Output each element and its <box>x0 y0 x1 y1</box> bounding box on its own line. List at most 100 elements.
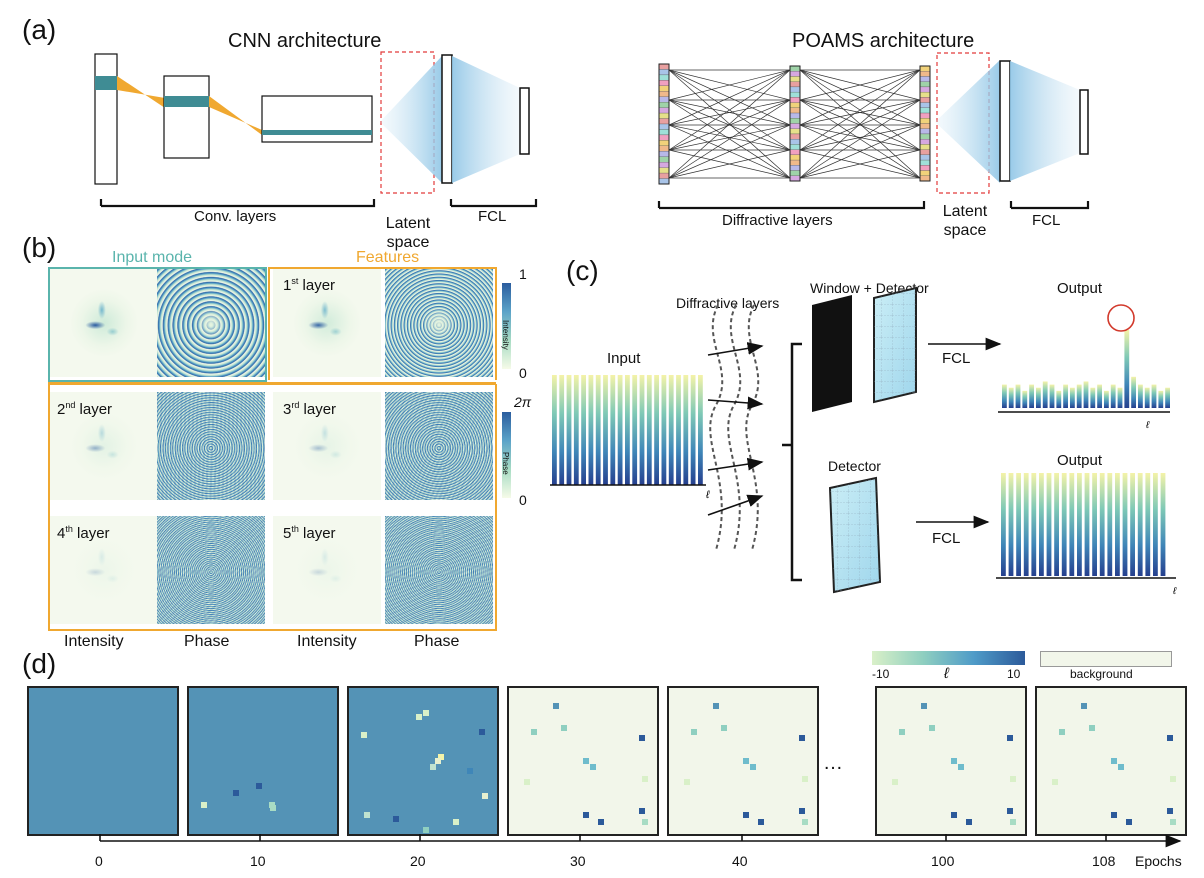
output-top-bar <box>1165 387 1170 408</box>
epoch-tick-40: 40 <box>732 853 748 869</box>
phase-colorbar <box>502 412 511 498</box>
diffractive-pixel <box>658 107 670 114</box>
diffractive-pixel <box>658 162 670 168</box>
layer-1-label: 1st layer <box>283 276 335 294</box>
diffractive-pixel <box>658 134 670 141</box>
diffractive-pixel <box>789 159 801 166</box>
conv-layers-bracket <box>99 199 376 208</box>
diffractive-connection-line <box>799 69 921 179</box>
background-label: background <box>1070 667 1133 681</box>
diffractive-pixel <box>919 76 931 82</box>
output-bottom-bar <box>1084 473 1090 576</box>
output-top-bar <box>1015 384 1021 408</box>
mode-pixel <box>743 758 749 765</box>
mode-pixel <box>921 702 928 709</box>
window-plate <box>812 295 852 412</box>
epochs-ticks <box>99 834 1107 841</box>
mode-pixel <box>1088 724 1095 731</box>
cnn-fcl-label: FCL <box>478 208 507 225</box>
output-top-bar <box>1124 330 1130 408</box>
output-top-bar <box>1070 387 1075 408</box>
input-bar <box>646 375 652 485</box>
layer-number: 4 <box>57 525 66 542</box>
epoch-state-map <box>1035 686 1187 836</box>
ell-colorbar <box>872 651 1025 665</box>
mode-pixel <box>965 819 972 826</box>
cnn-input-block <box>94 53 118 185</box>
mode-pixel <box>255 782 262 789</box>
mode-pixel <box>757 819 764 826</box>
output-bottom-bar <box>1046 473 1052 576</box>
diffractive-pixel <box>789 154 801 161</box>
output-bottom-axis-symbol: ℓ <box>1172 586 1177 597</box>
diffractive-pixel <box>919 107 931 114</box>
diffractive-connection-line <box>799 69 921 126</box>
mode-pixel <box>467 768 474 775</box>
diffractive-connection-line <box>668 99 791 151</box>
diffractive-pixel <box>919 118 931 124</box>
intensity-field-image <box>273 516 381 624</box>
panel-c-label: (c) <box>566 255 599 286</box>
output-bottom-bar <box>1137 473 1143 576</box>
output-top-bar <box>1056 390 1062 408</box>
mode-pixel <box>683 778 690 785</box>
input-bar <box>588 375 594 485</box>
diffractive-connection-line <box>799 69 921 101</box>
epoch-state-map <box>187 686 339 836</box>
cnn-fcl-layer <box>441 54 453 184</box>
mode-pixel <box>743 812 749 819</box>
diffractive-pixel <box>658 96 670 103</box>
mode-pixel <box>799 807 806 814</box>
diffractive-pixel <box>919 139 931 145</box>
fcl-bottom-label: FCL <box>932 530 961 547</box>
panel-a-diagram <box>94 51 1090 210</box>
layer-ordinal: th <box>291 524 299 534</box>
output-top-bar <box>1029 384 1034 408</box>
output-top-bar <box>1104 390 1109 408</box>
mode-pixel <box>802 775 809 782</box>
epoch-state-map <box>507 686 659 836</box>
output-top-bar <box>1036 387 1041 408</box>
intensity-field-image <box>50 392 158 500</box>
output-bottom-bar <box>1099 473 1105 576</box>
mode-pixel <box>958 763 965 770</box>
mode-pixel <box>200 801 207 808</box>
diffractive-pixel <box>658 167 670 174</box>
diffractive-pixel <box>919 154 931 161</box>
epochs-axis-label: Epochs <box>1135 853 1182 869</box>
mode-pixel <box>1170 819 1177 826</box>
output-top-bar <box>1042 381 1048 408</box>
diffractive-layer-outline <box>919 65 931 182</box>
diffractive-pixel <box>789 170 801 176</box>
input-bar <box>625 375 630 485</box>
diffractive-pixel <box>658 63 670 70</box>
cnn-fcl-bracket <box>449 199 538 208</box>
mode-pixel <box>415 714 422 721</box>
mode-pixel <box>1125 819 1132 826</box>
cnn-latent-space-label: Latent space <box>383 214 433 252</box>
phase-noise-overlay <box>385 392 493 500</box>
epoch-tick-30: 30 <box>570 853 586 869</box>
mode-pixel <box>360 731 367 738</box>
mode-pixel <box>951 758 957 765</box>
output-top-bar <box>1097 384 1102 408</box>
ell-colorbar-max: 10 <box>1007 667 1021 681</box>
mode-pixel <box>1059 728 1066 735</box>
output-bottom-bar <box>1039 473 1044 576</box>
layer-ordinal: nd <box>65 400 76 410</box>
intensity-field-image <box>50 516 158 624</box>
phase-field-image <box>157 516 265 624</box>
output-top-bar <box>1158 390 1164 408</box>
output-bottom-bar <box>1122 473 1128 576</box>
output-top-bar <box>1008 387 1014 408</box>
mode-pixel <box>713 702 720 709</box>
diffractive-pixel <box>919 112 931 119</box>
input-bar <box>690 375 696 485</box>
diffractive-connection-line <box>799 149 921 179</box>
background-swatch <box>1040 651 1172 667</box>
diffractive-connection-line <box>799 69 921 151</box>
diffractive-pixel <box>789 81 801 88</box>
phase-field-image <box>157 269 265 377</box>
layer-ordinal: st <box>291 276 299 286</box>
phase-field-image <box>385 516 493 624</box>
